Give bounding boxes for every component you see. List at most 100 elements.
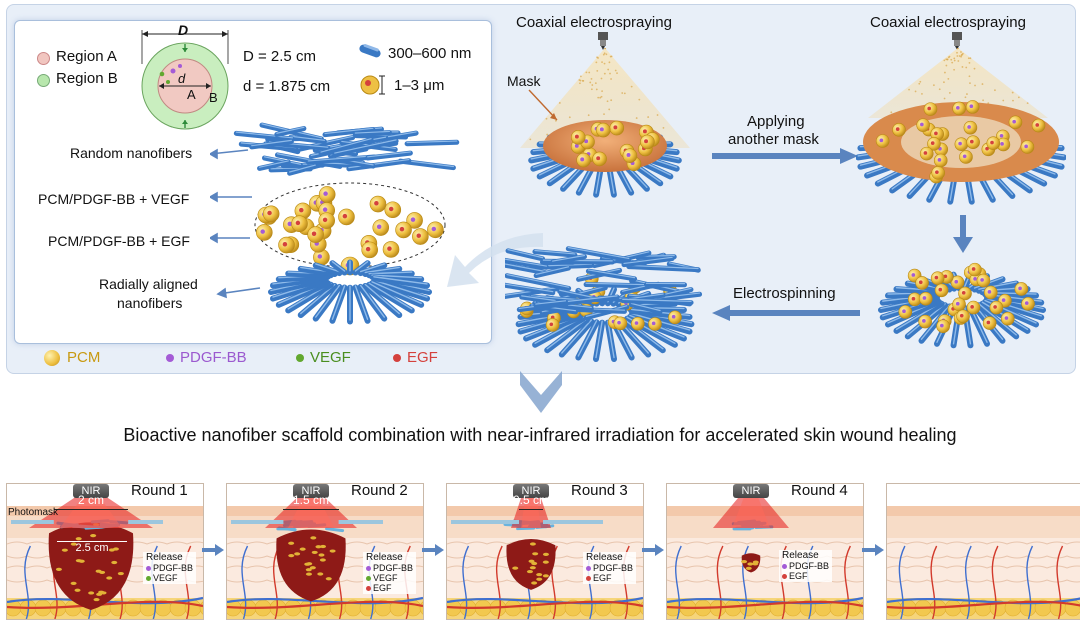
round-title: Round 2: [351, 483, 408, 499]
fiber-highlight: [290, 135, 326, 141]
fiber-highlight: [258, 160, 289, 168]
diagram-D: D: [178, 22, 189, 38]
spray-droplet: [608, 108, 611, 111]
spray-droplet: [1012, 99, 1014, 102]
round-arrow-icon: [862, 544, 884, 556]
particle-core: [985, 146, 989, 151]
spray-droplet: [579, 75, 582, 78]
blood-vessel: [24, 545, 31, 619]
fiber-highlight: [561, 319, 593, 354]
released-particle: [741, 560, 748, 564]
layer-vegf-label: PCM/PDGF-BB + VEGF: [38, 191, 190, 207]
spray-droplet: [601, 90, 603, 93]
particle-core: [879, 138, 884, 143]
beam-width-label: 0.5 cm: [512, 493, 549, 507]
spray-droplet: [605, 53, 608, 56]
random-fiber: [662, 287, 694, 298]
aligned-fiber: [329, 260, 348, 276]
fiber-highlight: [978, 303, 1017, 336]
arrow-head: [875, 544, 884, 556]
particle-core: [671, 314, 676, 319]
fat-cell: [519, 599, 537, 617]
spray-droplet: [961, 52, 964, 55]
nir-lamp-icon: NIR: [293, 484, 329, 498]
particle-core: [374, 200, 379, 206]
release-factor-label: VEGF: [373, 573, 398, 583]
released-particle: [75, 537, 82, 541]
spray-droplet: [604, 48, 607, 50]
photomask-left: [11, 520, 54, 524]
spray-droplet: [974, 84, 976, 87]
fiber-highlight: [359, 284, 385, 318]
spray-droplet: [616, 72, 618, 75]
release-label: Release: [366, 552, 403, 563]
fiber-highlight: [505, 283, 554, 293]
released-particle: [95, 569, 102, 573]
release-factor-label: PDGF-BB: [789, 561, 830, 571]
scaffold-layers: [210, 122, 460, 325]
fiber-highlight: [535, 300, 567, 305]
fiber-highlight: [331, 285, 346, 320]
released-particle: [542, 574, 549, 578]
particle-core: [626, 152, 631, 157]
fiber-highlight: [251, 139, 292, 147]
particle-core: [993, 305, 997, 309]
released-particle: [117, 571, 124, 576]
aligned-fiber: [620, 317, 666, 354]
fiber-highlight: [623, 256, 673, 265]
particle-core: [1012, 119, 1016, 124]
fiber-highlight: [371, 274, 422, 279]
spray-droplet: [581, 79, 584, 82]
spray-droplet: [578, 79, 581, 81]
particle-core: [574, 143, 579, 148]
region-a-swatch: [37, 52, 50, 65]
aligned-fiber: [275, 280, 331, 308]
released-particle: [319, 558, 326, 562]
spray-droplet: [600, 77, 603, 80]
particle-core: [574, 134, 579, 139]
spray-droplet: [635, 117, 638, 119]
random-fiber: [233, 130, 295, 142]
particle-core: [986, 320, 991, 325]
step3-label: Coaxial electrospraying: [870, 14, 1026, 31]
round-title: Round 1: [131, 483, 188, 499]
random-fiber: [257, 159, 291, 171]
random-fiber: [620, 298, 694, 306]
aligned-fiber: [370, 275, 431, 289]
particle-core: [958, 141, 962, 146]
final-scaffold: [505, 246, 703, 363]
particle-core: [599, 127, 604, 132]
fat-cell: [299, 599, 317, 617]
release-factor-label: EGF: [593, 573, 612, 583]
dimension-d: d = 1.875 cm: [243, 78, 331, 95]
release-factor: EGF: [782, 571, 829, 581]
particle-core: [962, 154, 967, 159]
factor-dot-icon: [586, 575, 591, 581]
particle-core: [943, 274, 948, 279]
photomask-label: Photomask: [8, 507, 59, 518]
released-particle: [111, 560, 118, 565]
particle-core: [549, 322, 554, 327]
fiber-highlight: [507, 249, 544, 259]
dermal-fiber: [887, 541, 1080, 545]
particle-core: [918, 280, 923, 285]
beam-width-label: 1.5 cm: [292, 493, 329, 507]
released-particle: [532, 552, 539, 556]
spray-droplet: [918, 82, 921, 85]
release-factor-label: VEGF: [153, 573, 178, 583]
released-particle: [106, 576, 113, 580]
released-particle: [299, 547, 306, 551]
released-particle: [90, 534, 97, 538]
arrow-step2: [712, 148, 858, 164]
fat-cell: [284, 599, 302, 617]
spray-droplet: [590, 88, 593, 91]
released-particle: [531, 581, 538, 585]
spray-droplet: [969, 57, 972, 60]
spray-droplet: [606, 100, 609, 103]
key-pcm-label: PCM: [67, 349, 101, 366]
fat-cell: [724, 599, 742, 617]
fiber-highlight: [373, 276, 428, 285]
random-fiber: [621, 256, 675, 268]
